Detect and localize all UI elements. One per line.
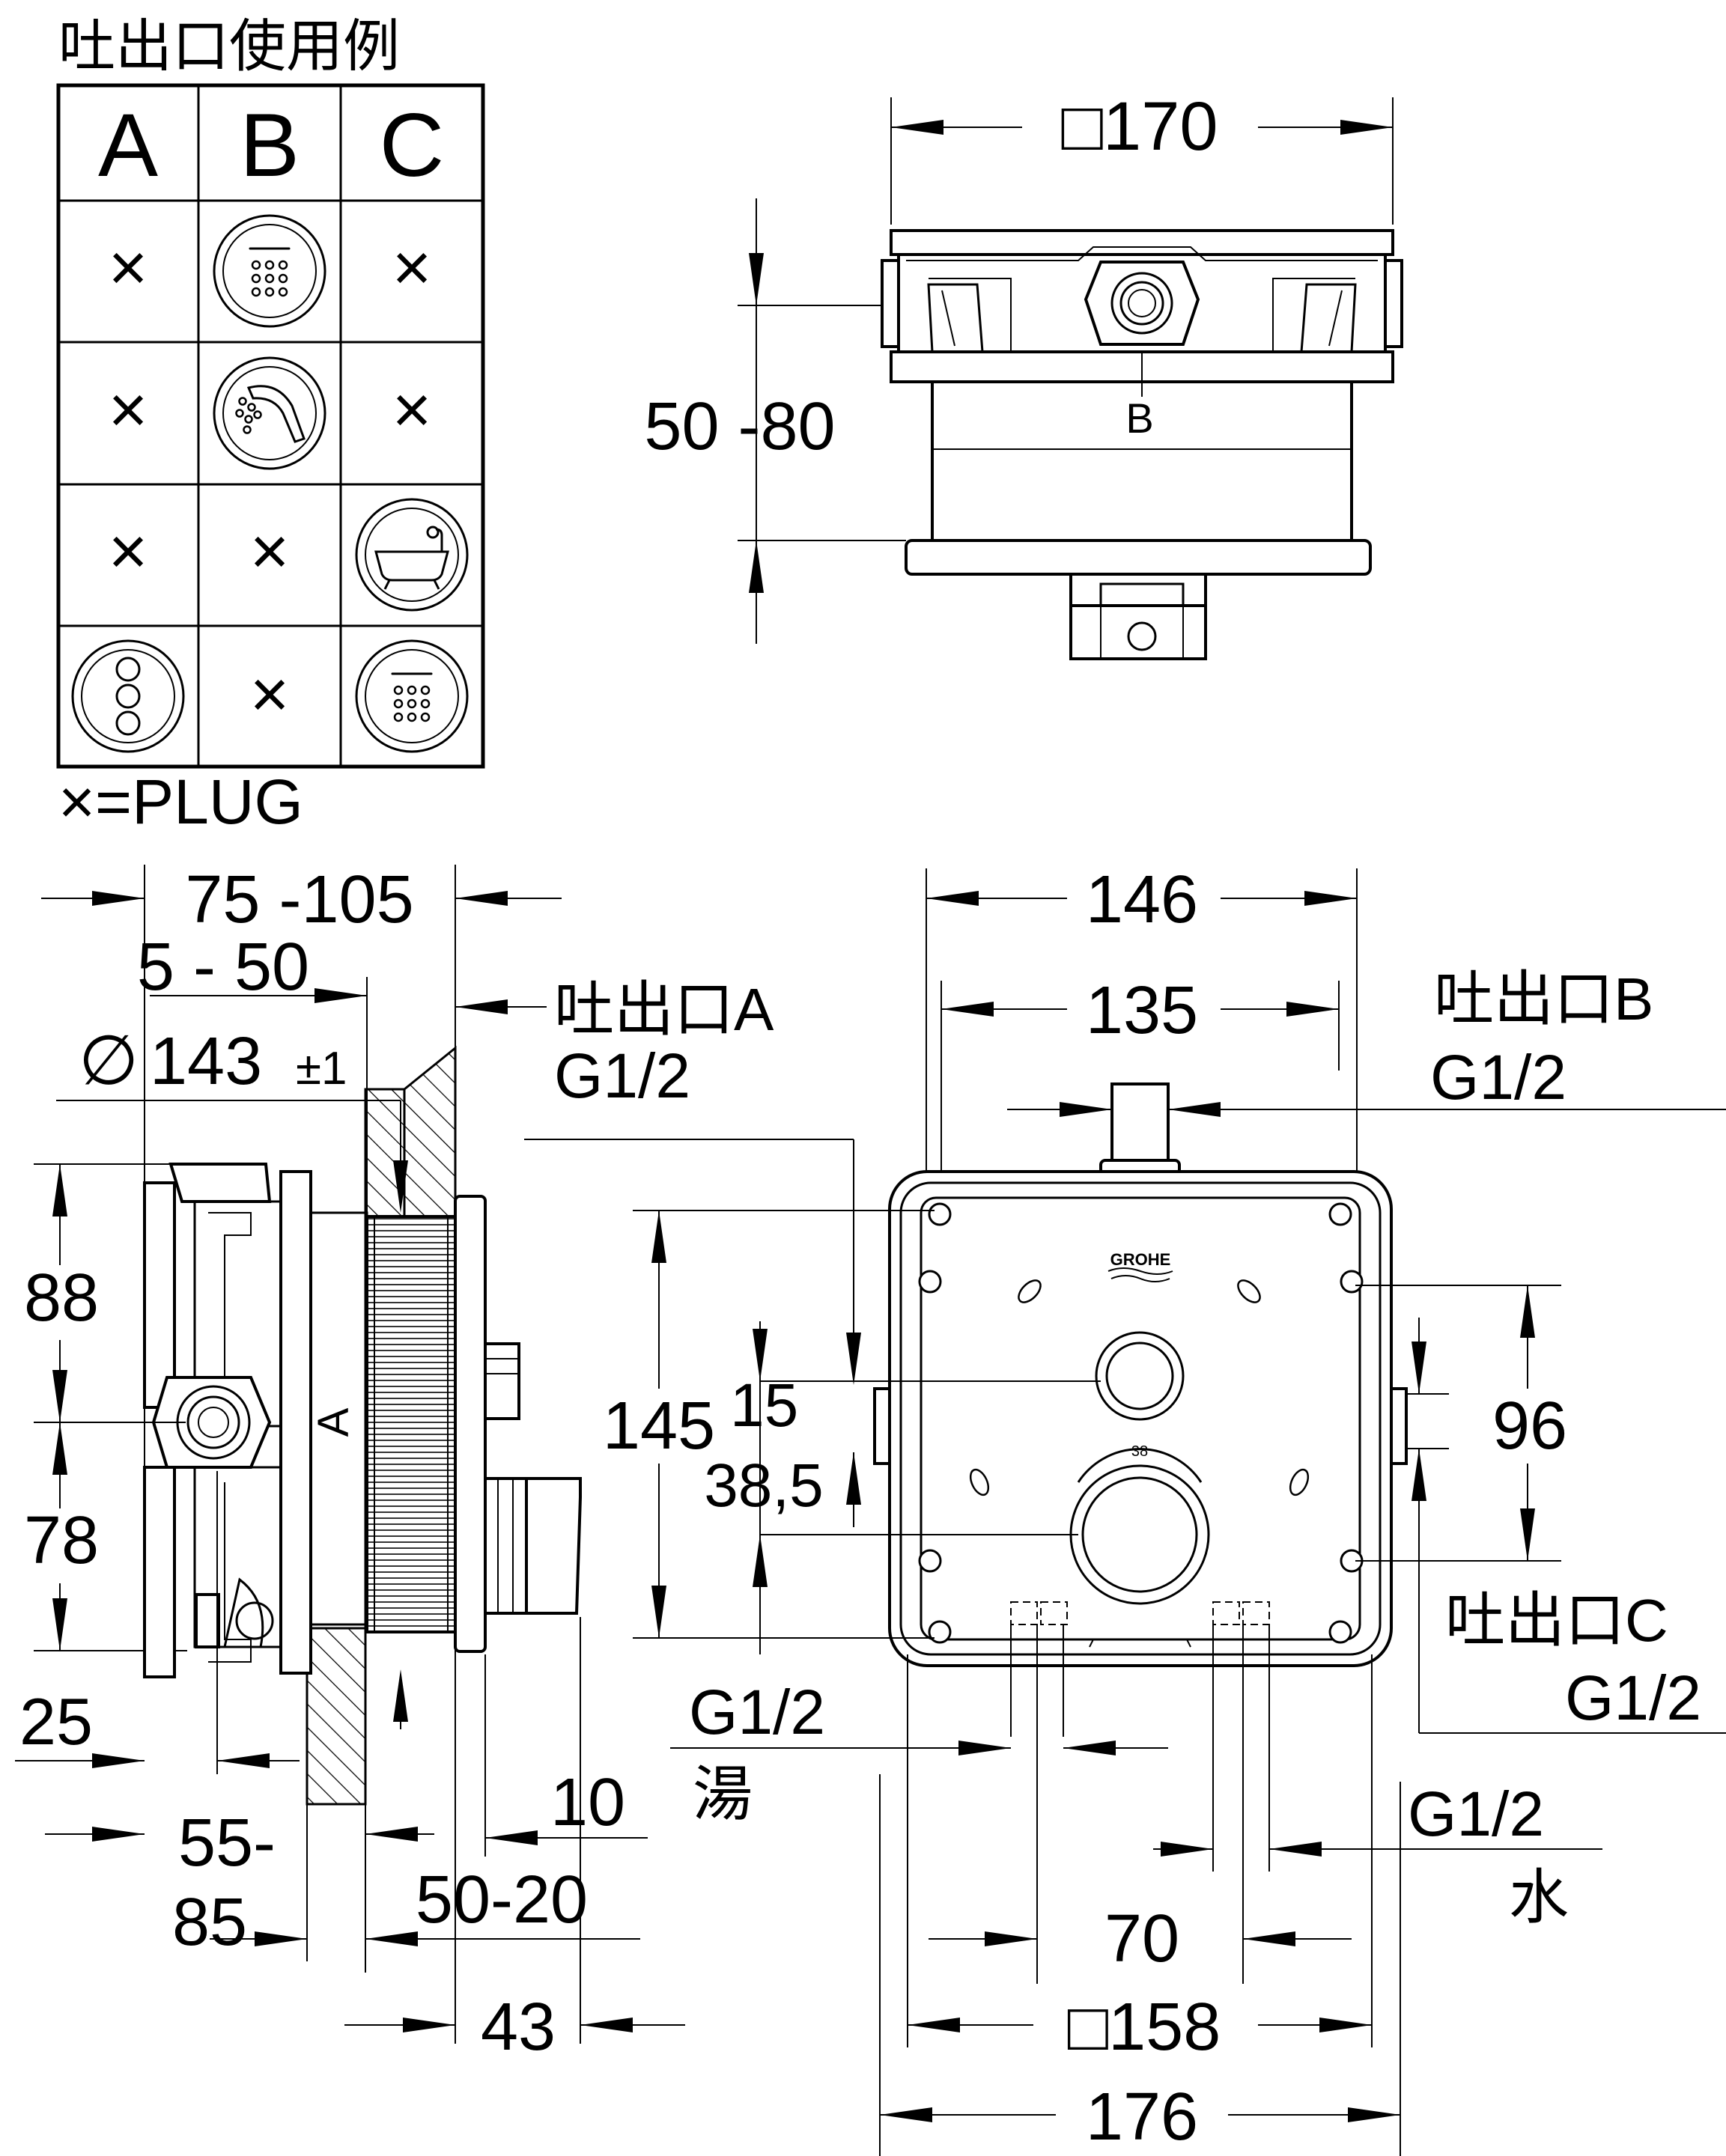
- cold-thread: G1/2: [1408, 1779, 1544, 1849]
- plug-mark: ×: [109, 231, 148, 305]
- front-center-dim: 38,5: [704, 1452, 824, 1520]
- side-view: 75 -105 5 - 50 ∅ 143 ±1 88 78: [15, 862, 861, 2065]
- legend-col-c: C: [380, 95, 445, 195]
- top-outlet-letter: B: [1125, 395, 1153, 442]
- front-outer-width: 146: [1086, 862, 1198, 937]
- legend-title: 吐出口使用例: [58, 15, 400, 79]
- outlet-c-thread: G1/2: [1565, 1663, 1701, 1733]
- legend-footnote: ×=PLUG: [58, 767, 303, 837]
- front-small-dim: 15: [730, 1371, 798, 1440]
- side-tile-dim: 50-20: [416, 1863, 588, 1937]
- dial-number: 38: [1131, 1443, 1148, 1460]
- side-wall-dim-a: 55-: [178, 1806, 276, 1881]
- front-inlet-spacing: 70: [1104, 1901, 1179, 1976]
- top-view: □170 50 -80 B: [644, 88, 1403, 660]
- legend-grid: [56, 83, 485, 769]
- mounting-holes: [918, 1202, 1364, 1644]
- outlet-b-label: 吐出口B: [1434, 966, 1653, 1032]
- front-view: 146 135 吐出口B G1/2: [599, 862, 1726, 2156]
- head-shower-icon: [213, 214, 326, 328]
- legend-col-a: A: [98, 95, 158, 195]
- plug-mark: ×: [109, 373, 148, 448]
- hand-shower-icon: [213, 356, 326, 470]
- plug-mark: ×: [250, 514, 290, 589]
- side-plate-dim: 10: [550, 1765, 625, 1840]
- outlet-b-thread: G1/2: [1430, 1042, 1567, 1112]
- plug-mark: ×: [109, 514, 148, 589]
- top-height-dim: 50 -80: [644, 389, 835, 464]
- cold-label: 水: [1509, 1864, 1569, 1931]
- side-depth-dim: 75 -105: [185, 862, 413, 937]
- side-protrusion-dim: 43: [481, 1990, 556, 2065]
- side-diameter-tol: ±1: [296, 1043, 347, 1094]
- side-upper-dim: 88: [24, 1261, 99, 1336]
- top-width-dim: □170: [1061, 88, 1218, 165]
- legend-col-b: B: [240, 95, 300, 195]
- plug-mark: ×: [392, 373, 432, 448]
- side-outlet-letter: A: [309, 1407, 358, 1437]
- outlet-usage-legend: 吐出口使用例 A B C × × × × × × ×: [56, 15, 485, 837]
- front-outlet-spacing: 96: [1492, 1389, 1567, 1464]
- diameter-symbol: ∅: [79, 1023, 139, 1099]
- outlet-a-thread: G1/2: [554, 1041, 690, 1111]
- side-wall-dim-b: 85: [172, 1885, 247, 1960]
- front-inner-width: 135: [1086, 973, 1198, 1048]
- bathtub-icon: [355, 498, 469, 612]
- hot-thread: G1/2: [689, 1677, 825, 1747]
- plug-mark: ×: [392, 231, 432, 305]
- outlet-a-label: 吐出口A: [554, 976, 774, 1043]
- plug-marks: × × × × × × ×: [109, 231, 432, 732]
- body-jets-icon: [71, 639, 185, 753]
- front-height-dim: 145: [603, 1389, 715, 1464]
- brand-logo: GROHE: [1110, 1250, 1171, 1269]
- side-range-dim: 5 - 50: [137, 930, 309, 1005]
- front-plate-dim: □158: [1068, 1990, 1221, 2065]
- plug-mark: ×: [250, 657, 290, 732]
- outlet-c-label: 吐出口C: [1445, 1587, 1668, 1654]
- front-total-dim: 176: [1086, 2080, 1198, 2155]
- head-shower-icon: [355, 639, 469, 753]
- side-diameter-dim: 143: [150, 1024, 262, 1099]
- side-bottom-dim: 25: [19, 1684, 93, 1758]
- side-lower-dim: 78: [24, 1503, 99, 1578]
- hot-label: 湯: [693, 1761, 753, 1827]
